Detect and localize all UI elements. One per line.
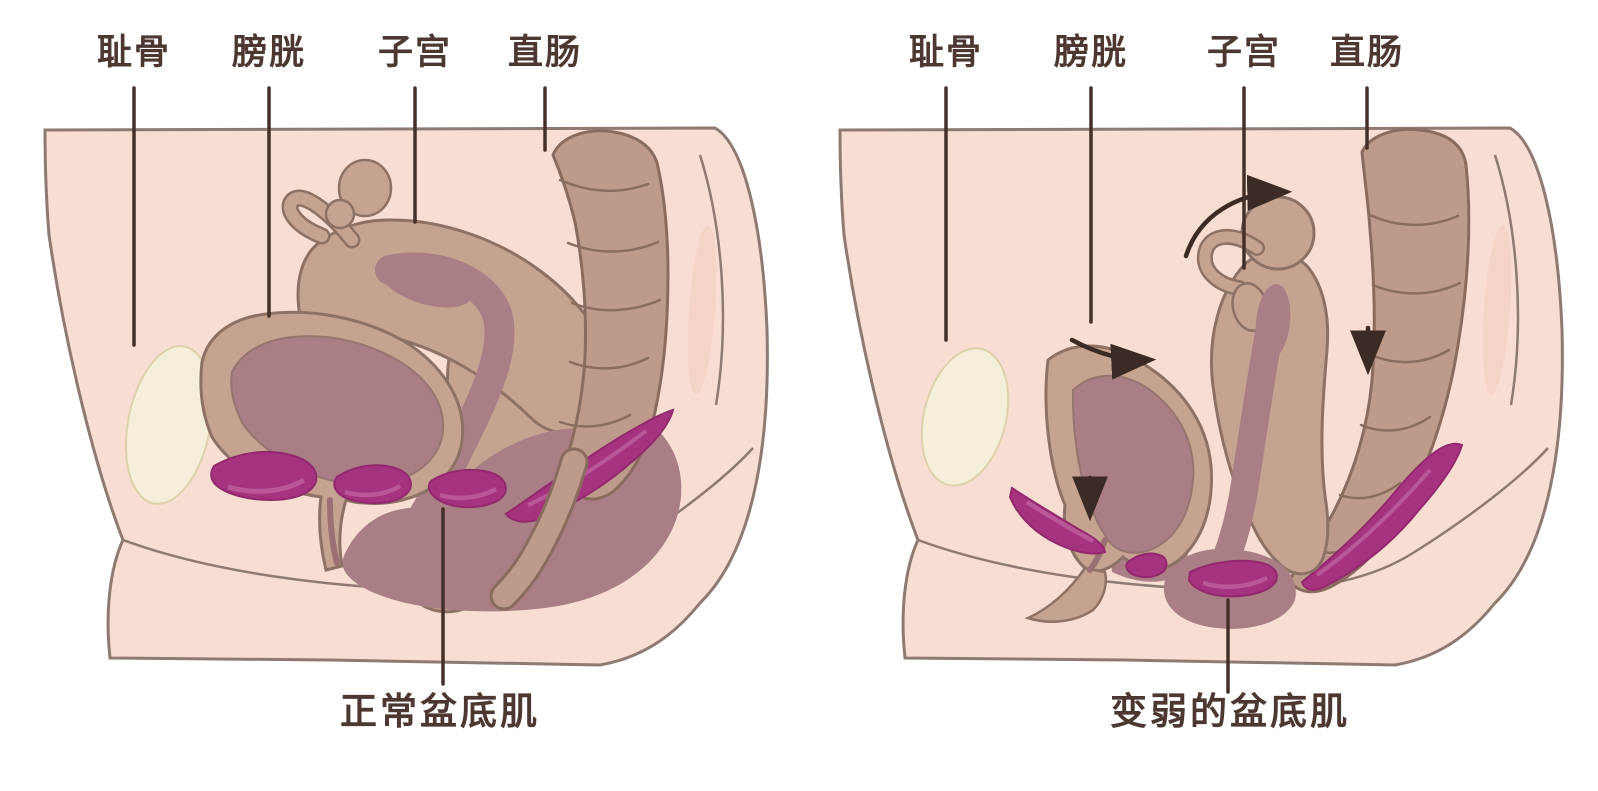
pelvic-floor-muscles bbox=[1008, 486, 1278, 598]
label-bladder-right: 膀胱 bbox=[1053, 33, 1129, 72]
caption-weakened-pelvic-floor: 变弱的盆底肌 bbox=[1110, 691, 1350, 732]
descent-arrows bbox=[1069, 174, 1386, 522]
back-contour-line bbox=[698, 154, 725, 406]
label-pubic-bone-left: 耻骨 bbox=[96, 33, 172, 72]
panel-normal-art bbox=[43, 86, 769, 686]
pubic-bone bbox=[920, 347, 1010, 487]
skin-blush bbox=[1482, 225, 1512, 395]
fallopian-tube-fill bbox=[1199, 231, 1263, 294]
urethra-canal bbox=[1087, 537, 1108, 573]
vaginal-canal bbox=[375, 252, 515, 572]
leader-lines-left bbox=[132, 86, 547, 686]
caption-normal-pelvic-floor: 正常盆底肌 bbox=[340, 691, 540, 732]
pelvic-muscle-3 bbox=[1187, 559, 1278, 598]
label-uterus-right: 子宫 bbox=[1206, 33, 1282, 72]
back-contour-line bbox=[1493, 154, 1520, 406]
rectum-segment-lines bbox=[558, 178, 662, 428]
ovary bbox=[337, 158, 393, 218]
label-bladder-left: 膀胱 bbox=[231, 33, 307, 72]
label-rectum-left: 直肠 bbox=[507, 33, 583, 72]
bladder-interior bbox=[230, 335, 445, 486]
pelvic-muscle-posterior-highlight bbox=[1315, 468, 1432, 577]
skin-blush bbox=[687, 225, 717, 395]
anal-canal bbox=[492, 450, 586, 608]
ovary-lobe bbox=[324, 198, 356, 230]
rectum bbox=[551, 129, 670, 501]
uterus-fundus bbox=[1240, 195, 1316, 271]
label-rectum-right: 直肠 bbox=[1329, 33, 1405, 72]
pelvic-floor-muscles bbox=[210, 450, 507, 509]
rectum-segment-lines bbox=[1313, 213, 1462, 554]
panel-weakened-art bbox=[838, 86, 1564, 694]
urethra-canal bbox=[327, 497, 340, 566]
vaginal-canal bbox=[1213, 298, 1287, 570]
label-pubic-bone-right: 耻骨 bbox=[908, 33, 984, 72]
curved-arrow-uterus-icon bbox=[1183, 174, 1293, 259]
leader-lines-right bbox=[944, 86, 1369, 694]
pelvic-muscle-2 bbox=[1125, 552, 1168, 579]
curved-arrow-bladder-icon bbox=[1069, 337, 1157, 380]
bladder-everted-flap bbox=[1024, 566, 1108, 623]
label-uterus-left: 子宫 bbox=[377, 33, 453, 72]
